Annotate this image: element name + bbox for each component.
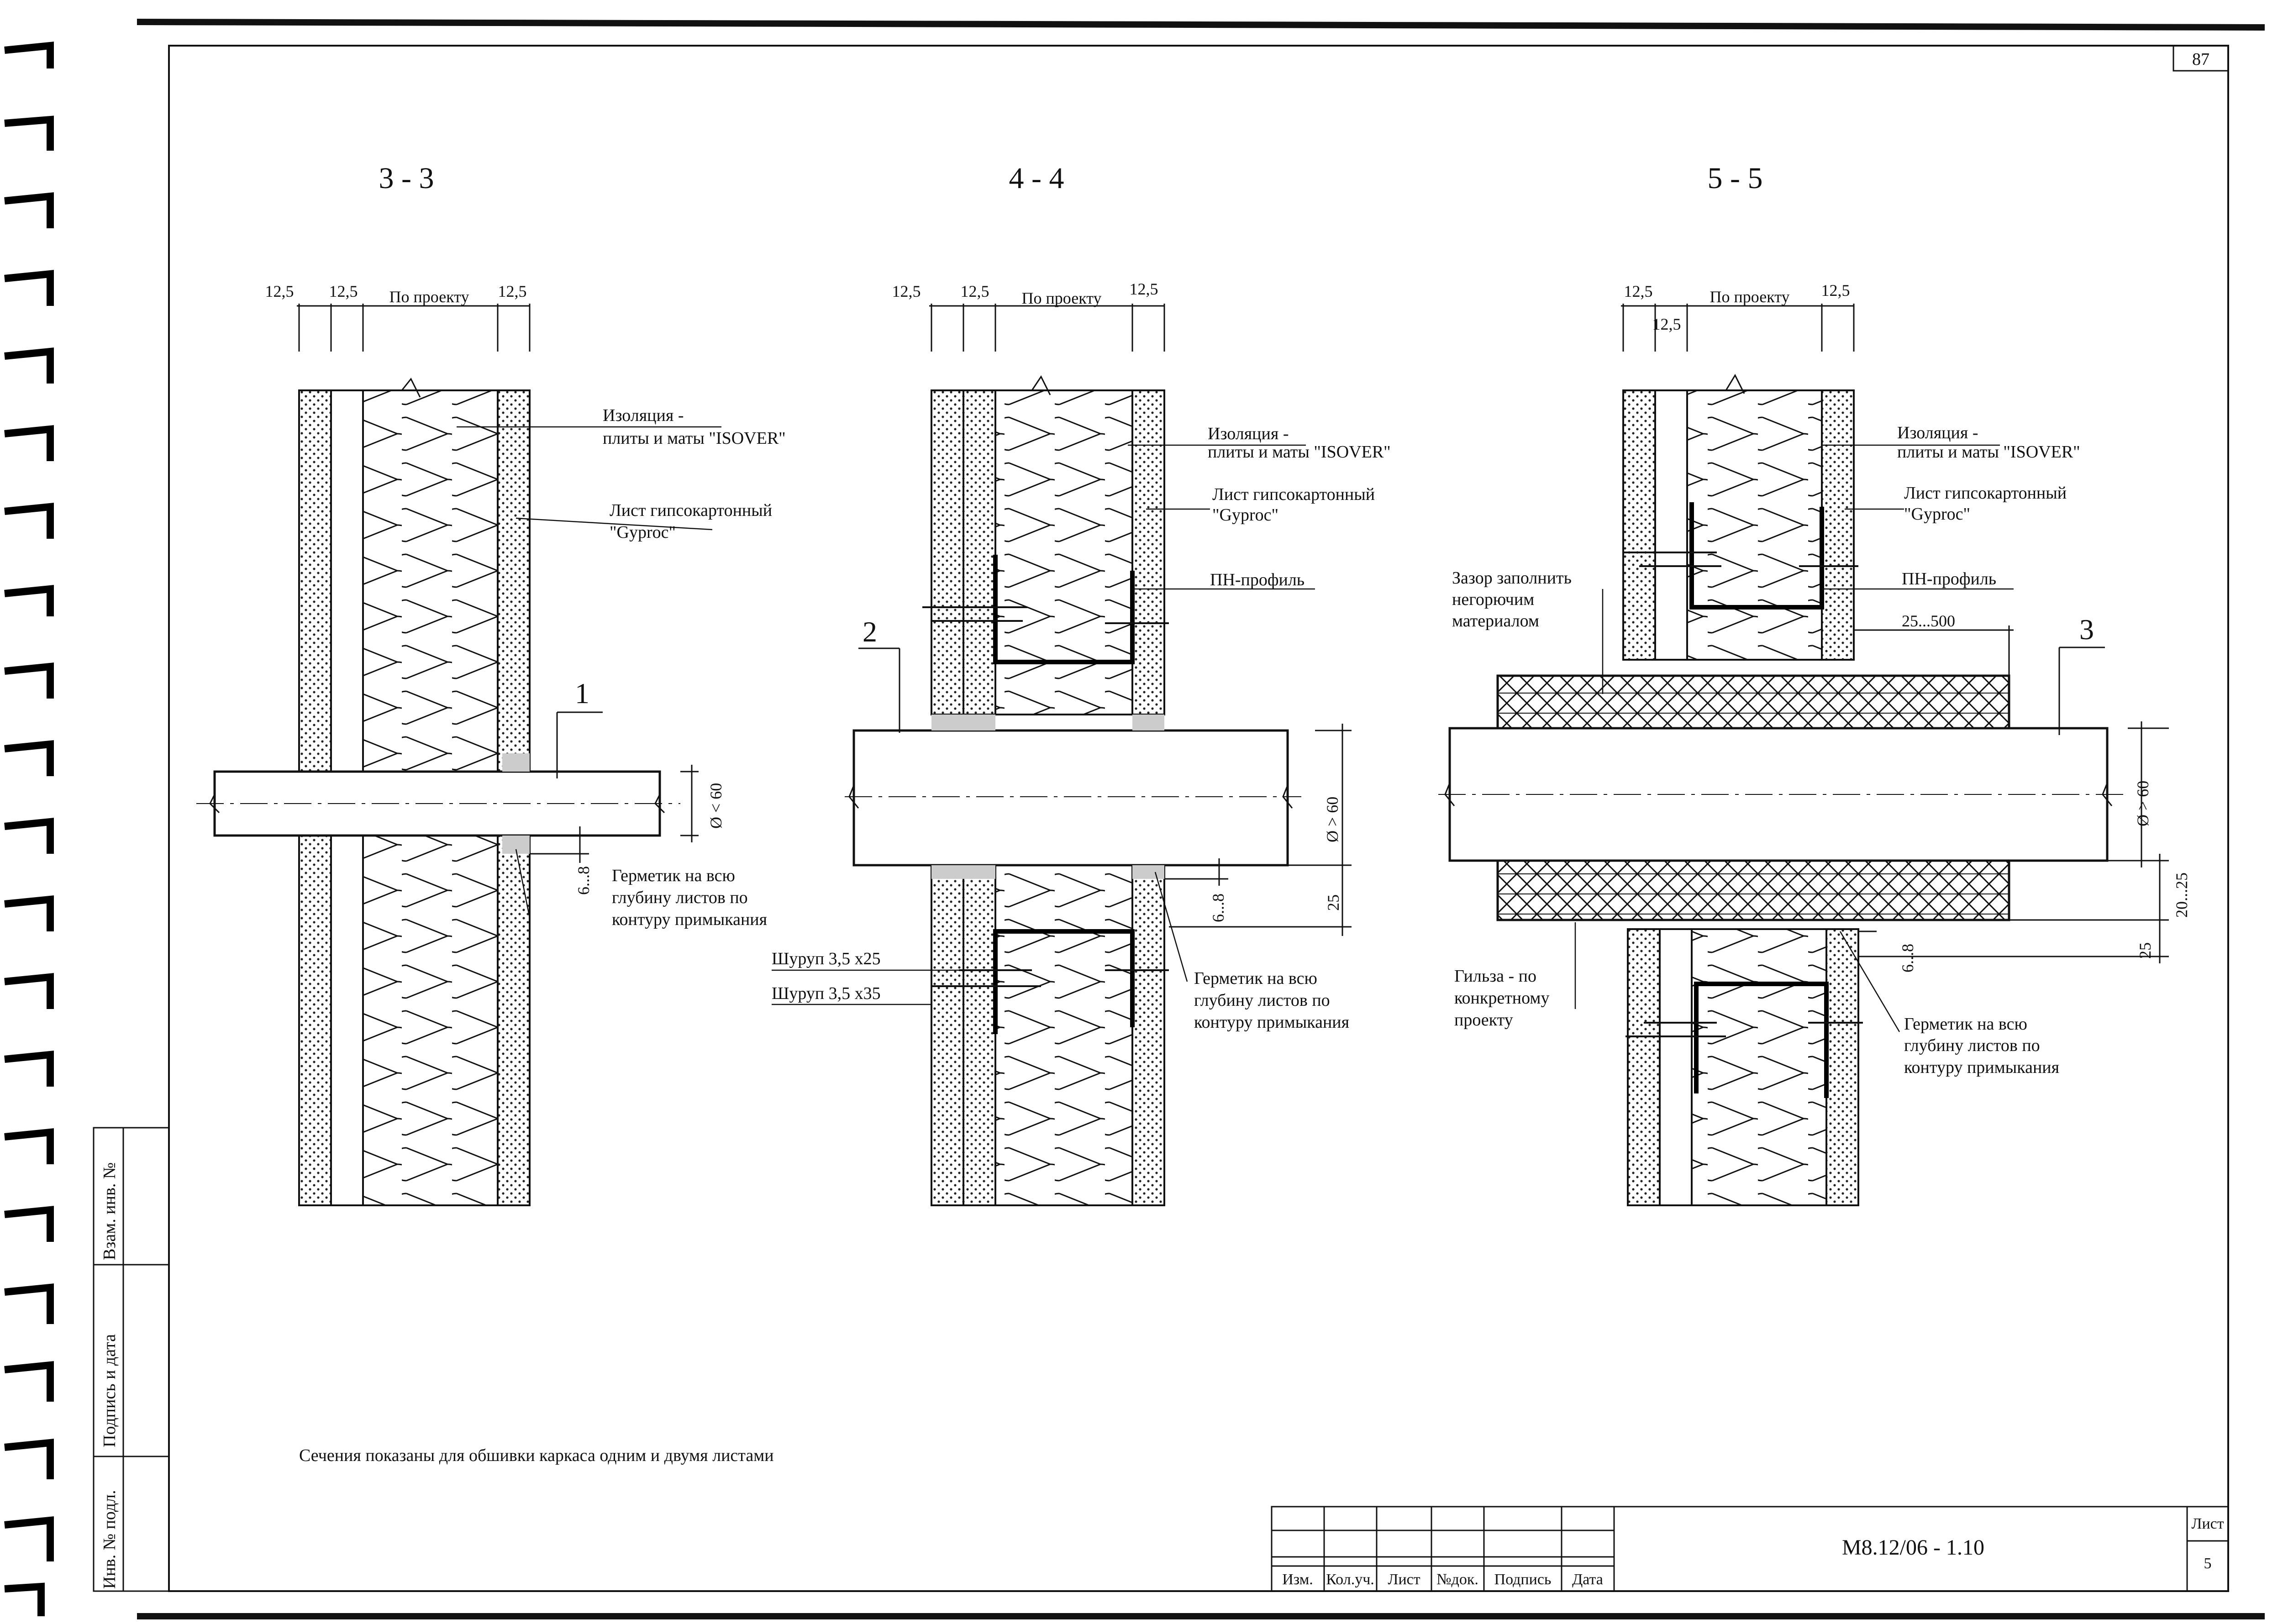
label-insulation-2: плиты и маты "ISOVER"	[603, 429, 786, 448]
dim-middle: По проекту	[389, 288, 469, 306]
dim-middle: По проекту	[1022, 289, 1102, 307]
label-sleeve-1: Гильза - по	[1454, 967, 1536, 986]
dimension-chain	[1621, 304, 1855, 352]
label-gypsum-2: "Gyproc"	[1904, 505, 1970, 524]
dimension-chain	[297, 304, 531, 352]
drawing-code: М8.12/06 - 1.10	[1842, 1535, 1984, 1560]
pipe	[845, 729, 1301, 867]
spacing-dim: 25...500	[1902, 612, 1955, 630]
stamp-col-date: Дата	[1572, 1571, 1603, 1588]
pipe-diameter: Ø > 60	[1323, 797, 1341, 842]
section-4-4: 4 - 4 12,5 12,5 По проекту 12,5	[772, 162, 1391, 1206]
gap-dim: 6...8	[574, 866, 593, 895]
dim-left-2: 12,5	[329, 282, 358, 300]
label-insulation-2: плиты и маты "ISOVER"	[1897, 442, 2080, 462]
label-gypsum-2: "Gyproc"	[610, 523, 676, 542]
label-fill-2: негорючим	[1452, 590, 1534, 609]
dim-right: 12,5	[1130, 280, 1158, 298]
dim-left-1: 12,5	[892, 282, 921, 300]
dim-right: 12,5	[498, 282, 527, 300]
label-profile: ПН-профиль	[1210, 570, 1305, 589]
label-sealant-1: Герметик на всю	[612, 866, 735, 885]
pipe-diameter: Ø < 60	[707, 783, 725, 829]
label-sealant-3: контуру примыкания	[1194, 1013, 1349, 1032]
stamp-col-doc: №док.	[1436, 1571, 1478, 1588]
binding-marks	[4, 42, 54, 1616]
section-3-3: 3 - 3 12,5 12,5 По проекту 12,5	[196, 162, 786, 1206]
dim-right: 12,5	[1821, 281, 1850, 300]
dim-middle: По проекту	[1710, 288, 1790, 306]
label-profile: ПН-профиль	[1902, 569, 1996, 589]
label-insulation-1: Изоляция -	[603, 406, 684, 425]
label-sealant-2: глубину листов по	[1904, 1036, 2040, 1055]
label-gypsum-1: Лист гипсокартонный	[610, 501, 772, 520]
dim-left-1: 12,5	[1624, 282, 1653, 300]
section-title: 3 - 3	[379, 162, 434, 195]
label-gypsum-2: "Gyproc"	[1212, 505, 1278, 525]
pipe	[196, 770, 680, 837]
label-fill-1: Зазор заполнить	[1452, 568, 1572, 588]
dim-left-2: 12,5	[1652, 315, 1681, 333]
label-sealant-2: глубину листов по	[1194, 991, 1330, 1010]
sleeve-gap-dim: 20...25	[2173, 872, 2191, 918]
label-insulation-1: Изоляция -	[1897, 423, 1978, 442]
label-sealant-1: Герметик на всю	[1904, 1014, 2027, 1034]
label-gypsum-1: Лист гипсокартонный	[1212, 485, 1375, 504]
sheet-frame	[137, 19, 2265, 1619]
callout-number: 1	[575, 677, 589, 710]
section-5-5: 5 - 5 12,5 12,5 По проекту 12,5	[1438, 162, 2191, 1206]
label-sleeve-2: конкретному	[1454, 988, 1549, 1008]
label-fill-3: материалом	[1452, 611, 1539, 631]
stamp-col-izm: Изм.	[1282, 1571, 1313, 1588]
sheet-number: 5	[2204, 1555, 2212, 1572]
offset-dim: 25	[2136, 942, 2154, 959]
corner-number: 87	[2192, 50, 2209, 69]
pipe	[1438, 727, 2123, 862]
stamp-col-kolvo: Кол.уч.	[1326, 1571, 1374, 1588]
side-stamp	[93, 1127, 170, 1592]
label-insulation-2: плиты и маты "ISOVER"	[1208, 442, 1391, 462]
gap-dim: 6...8	[1209, 893, 1227, 922]
general-note: Сечения показаны для обшивки каркаса одн…	[299, 1446, 774, 1465]
section-title: 5 - 5	[1708, 162, 1763, 195]
callout-number: 3	[2079, 613, 2094, 646]
sheet-label: Лист	[2191, 1515, 2224, 1532]
side-stamp-replace: Взам. инв. №	[100, 1162, 119, 1260]
label-insulation-1: Изоляция -	[1208, 424, 1289, 443]
stamp-col-list: Лист	[1388, 1571, 1420, 1588]
label-gypsum-1: Лист гипсокартонный	[1904, 484, 2067, 503]
label-sleeve-3: проекту	[1454, 1010, 1513, 1030]
pipe-diameter: Ø > 60	[2134, 781, 2152, 826]
section-title: 4 - 4	[1009, 162, 1064, 195]
side-stamp-inv: Инв. № подл.	[100, 1490, 119, 1589]
label-screw-2: Шуруп 3,5 х35	[772, 984, 881, 1003]
side-stamp-sign: Подпись и дата	[100, 1334, 119, 1447]
callout-number: 2	[863, 615, 877, 648]
gap-dim: 6...8	[1899, 944, 1917, 972]
label-sealant-2: глубину листов по	[612, 888, 748, 907]
dim-left-2: 12,5	[961, 282, 989, 300]
dimension-chain	[929, 304, 1165, 352]
label-sealant-3: контуру примыкания	[612, 910, 767, 929]
corner-number-box: 87	[2173, 45, 2229, 72]
label-sealant-3: контуру примыкания	[1904, 1058, 2059, 1077]
label-screw-1: Шуруп 3,5 х25	[772, 949, 881, 968]
dim-left-1: 12,5	[265, 282, 294, 300]
label-sealant-1: Герметик на всю	[1194, 969, 1317, 988]
stamp-col-sign: Подпись	[1494, 1571, 1552, 1588]
title-block	[1271, 1506, 2229, 1592]
offset-dim: 25	[1324, 894, 1342, 911]
